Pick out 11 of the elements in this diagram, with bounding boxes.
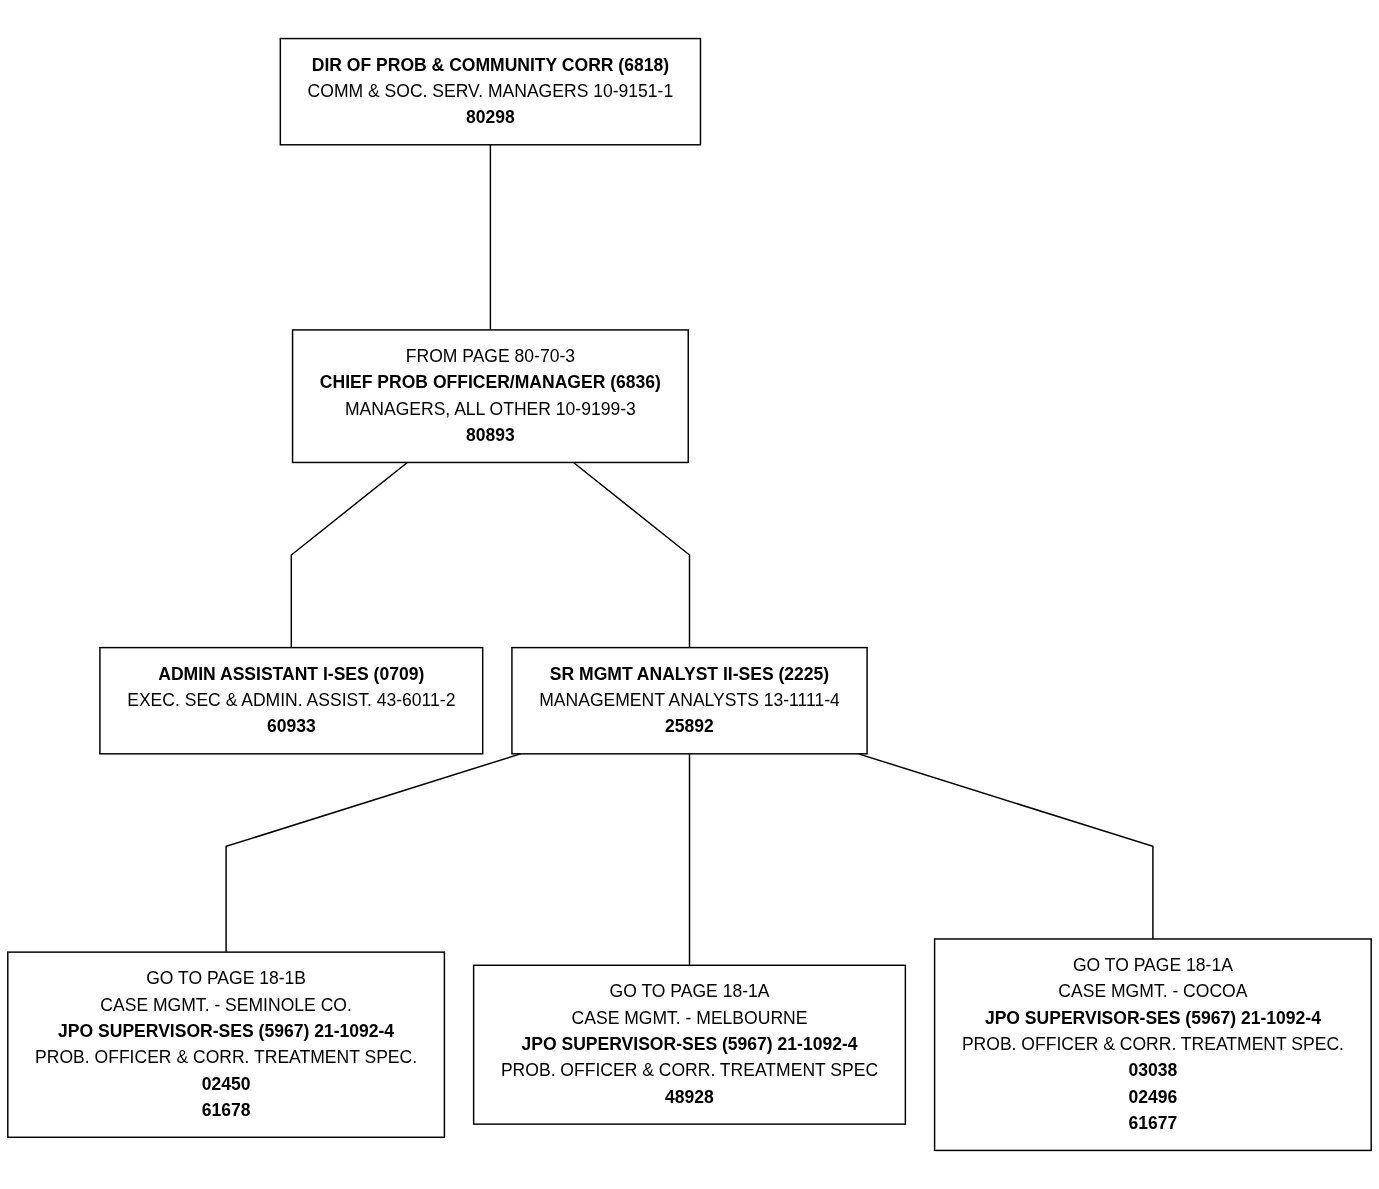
connector — [688, 753, 691, 966]
connector — [290, 461, 409, 649]
connector — [572, 461, 691, 649]
node-box: GO TO PAGE 18-1A CASE MGMT. - COCOA JPO SUPERVISOR-SES (5967) 21-1092-4 PROB. OFFICER & CORR. TREATMENT SPEC. 03038 02496 61677 — [933, 938, 1372, 1152]
node-box: DIR OF PROB & COMMUNITY CORR (6818) COMM & SOC. SERV. MANAGERS 10-9151-1 80298 — [279, 37, 702, 146]
node-box: GO TO PAGE 18-1A CASE MGMT. - MELBOURNE JPO SUPERVISOR-SES (5967) 21-1092-4 PROB. OFFICER & CORR. TREATMENT SPEC 48928 — [472, 964, 907, 1125]
node-box: FROM PAGE 80-70-3 CHIEF PROB OFFICER/MANAGER (6836) MANAGERS, ALL OTHER 10-9199-3 80893 — [291, 329, 689, 464]
node-box: GO TO PAGE 18-1B CASE MGMT. - SEMINOLE CO. JPO SUPERVISOR-SES (5967) 21-1092-4 PROB. OFFICER & CORR. TREATMENT SPEC. 02450 61678 — [7, 951, 446, 1138]
node-box: ADMIN ASSISTANT I-SES (0709) EXEC. SEC & ADMIN. ASSIST. 43-6011-2 60933 — [99, 646, 484, 755]
connector — [489, 144, 492, 331]
node-box: SR MGMT ANALYST II-SES (2225) MANAGEMENT ANALYSTS 13-1111-4 25892 — [511, 646, 868, 755]
